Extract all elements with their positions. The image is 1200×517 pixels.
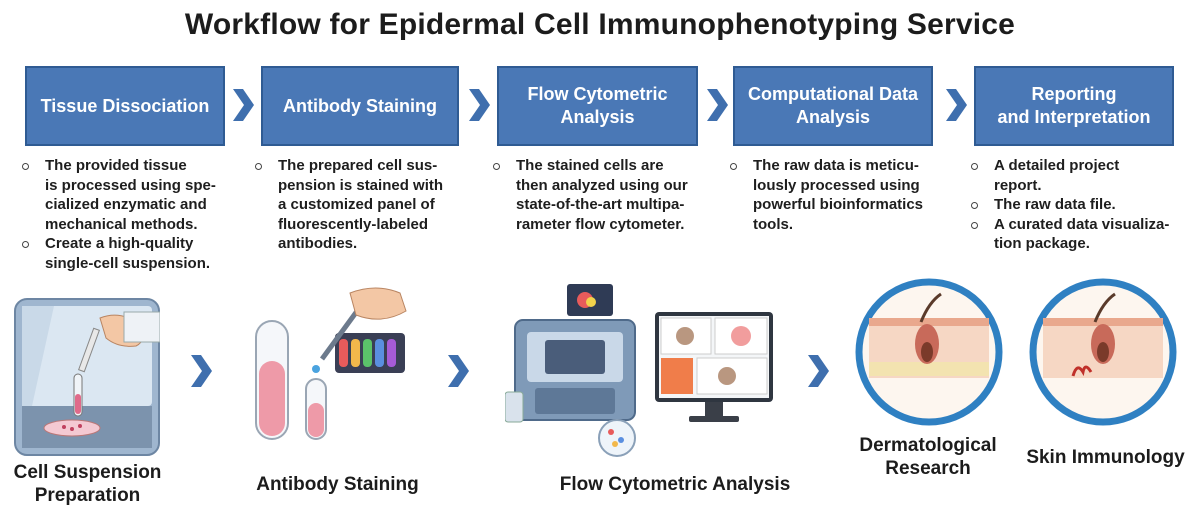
caption-skin-immunology: Skin Immunology — [1026, 447, 1185, 468]
step-box-antibody-staining: Antibody Staining — [261, 66, 459, 146]
bullet-item: A detailed project report. — [967, 156, 1192, 195]
chevron-right-icon — [707, 89, 728, 121]
chevron-right-icon — [808, 355, 829, 387]
caption-dermatological-research: Dermatological Research — [859, 435, 997, 479]
chevron-right-icon — [191, 355, 212, 387]
page-title: Workflow for Epidermal Cell Immunophenot… — [184, 8, 1016, 41]
flow-cytometer-illustration — [505, 284, 773, 457]
chevron-right-icon — [233, 89, 254, 121]
bullet-item: The raw data file. — [967, 195, 1192, 215]
caption-flow-cytometric-analysis: Flow Cytometric Analysis — [559, 474, 791, 495]
step-box-tissue-dissociation: Tissue Dissociation — [25, 66, 225, 146]
bullet-item: The provided tissue is processed using s… — [18, 156, 243, 234]
skin-immunology-illustration — [1029, 278, 1177, 426]
bullet-item: A curated data visualiza- tion package. — [967, 215, 1192, 254]
bullet-item: The stained cells are then analyzed usin… — [489, 156, 719, 234]
antibody-staining-illustration — [255, 287, 407, 440]
bullet-item: Create a high-quality single-cell suspen… — [18, 234, 243, 273]
step-bullets-computational: The raw data is meticu- lously processed… — [726, 156, 961, 234]
cell-suspension-hood-illustration — [14, 298, 160, 456]
step-bullets-antibody-staining: The prepared cell sus- pension is staine… — [251, 156, 476, 254]
chevron-right-icon — [448, 355, 469, 387]
bullet-item: The raw data is meticu- lously processed… — [726, 156, 961, 234]
caption-cell-suspension-preparation: Cell Suspension Preparation — [13, 462, 162, 506]
step-box-reporting: Reporting and Interpretation — [974, 66, 1174, 146]
chevron-right-icon — [946, 89, 967, 121]
chevron-right-icon — [469, 89, 490, 121]
step-bullets-tissue-dissociation: The provided tissue is processed using s… — [18, 156, 243, 273]
step-box-flow-cytometric-analysis: Flow Cytometric Analysis — [497, 66, 698, 146]
bullet-item: The prepared cell sus- pension is staine… — [251, 156, 476, 254]
step-bullets-reporting: A detailed project report. The raw data … — [967, 156, 1192, 254]
dermatological-research-illustration — [855, 278, 1003, 426]
step-box-computational-data-analysis: Computational Data Analysis — [733, 66, 933, 146]
step-bullets-flow-cytometric: The stained cells are then analyzed usin… — [489, 156, 719, 234]
caption-antibody-staining: Antibody Staining — [256, 474, 419, 495]
